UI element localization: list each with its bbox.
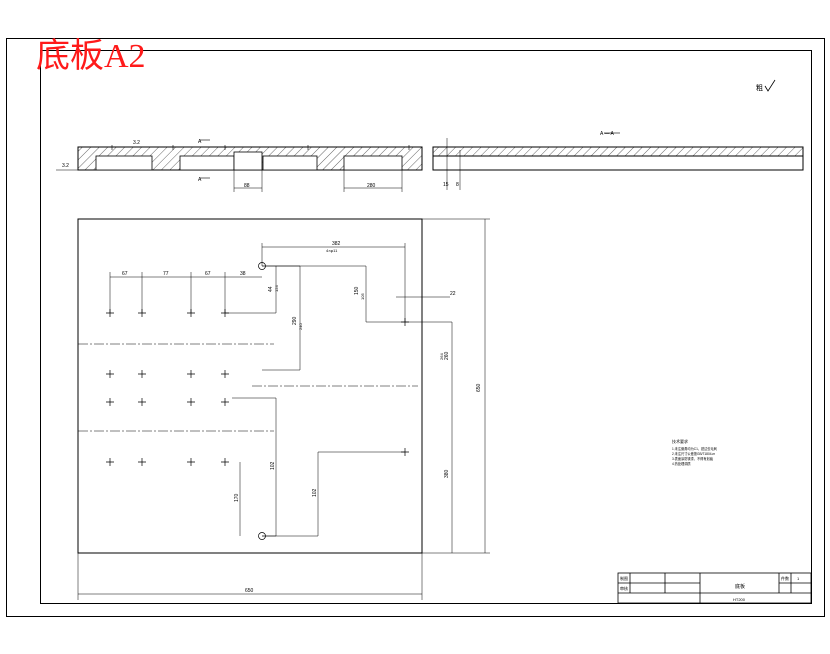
side-roughness-top: 3.2: [133, 140, 140, 146]
section-thickness-2: 8: [456, 182, 459, 188]
dim-h2: 150: [354, 286, 360, 295]
dim-hole-spacing-4: 38: [240, 271, 246, 277]
title-block-quantity: 1: [797, 576, 800, 581]
dim-top-span-tol: 4×φ11: [326, 248, 338, 253]
dim-right-mid: 22: [450, 291, 456, 297]
dim-overall-width: 650: [245, 588, 254, 594]
title-block-drawn: 制图: [620, 575, 628, 581]
side-roughness-left: 3.2: [62, 163, 69, 169]
dim-h1-b: 124: [274, 285, 279, 292]
inner-border: [40, 50, 812, 604]
section-mark-top: A: [198, 139, 202, 145]
dim-right-tol: 264: [439, 353, 444, 360]
dim-h1: 44: [268, 286, 274, 292]
outer-border: [6, 38, 825, 617]
section-mark-bottom: A: [198, 177, 202, 183]
side-dim-bottom-left: 88: [244, 183, 250, 189]
notes-heading: 技术要求: [672, 438, 688, 444]
dim-top-span: 382: [332, 241, 341, 247]
notes-line-4: 4.热处理调质: [672, 461, 691, 466]
roughness-mark-text: 粗: [756, 83, 763, 92]
roughness-symbol: [764, 79, 776, 92]
plan-view-holes: [106, 309, 409, 466]
notes-line-2: 2.未注尺寸公差按GB/T1804-m: [672, 451, 716, 456]
title-block-quantity-label: 件数: [781, 575, 789, 581]
title-block-material: HT200: [733, 597, 746, 602]
drawing-title: 底板A2: [36, 38, 146, 75]
dim-h5: 240: [298, 323, 303, 330]
notes-line-3: 3.表面涂防锈漆，不得有划痕: [672, 456, 714, 461]
dim-hole-spacing-3: 67: [205, 271, 211, 277]
section-thickness-1: 15: [443, 182, 449, 188]
dim-h4: 105: [360, 293, 365, 300]
notes-line-1: 1.未注倒角均为C1，锐边去毛刺: [672, 446, 717, 451]
title-block-part-name: 底板: [735, 583, 745, 590]
section-view: [432, 132, 804, 190]
side-view: [56, 139, 423, 192]
section-label: A — A: [600, 131, 615, 137]
dim-right-lower: 380: [444, 469, 450, 478]
side-dim-bottom-right: 280: [367, 183, 376, 189]
dim-right-upper: 260: [444, 351, 450, 360]
dim-overall-height: 650: [476, 383, 482, 392]
title-block: [617, 572, 812, 604]
dim-h8: 170: [234, 493, 240, 502]
dim-h3: 290: [292, 316, 298, 325]
dim-hole-spacing-2: 77: [163, 271, 169, 277]
dim-h7: 102: [312, 488, 318, 497]
plan-view: [77, 218, 490, 600]
title-block-checked: 审核: [620, 585, 628, 591]
dim-hole-spacing-1: 67: [122, 271, 128, 277]
dim-h6: 102: [270, 461, 276, 470]
